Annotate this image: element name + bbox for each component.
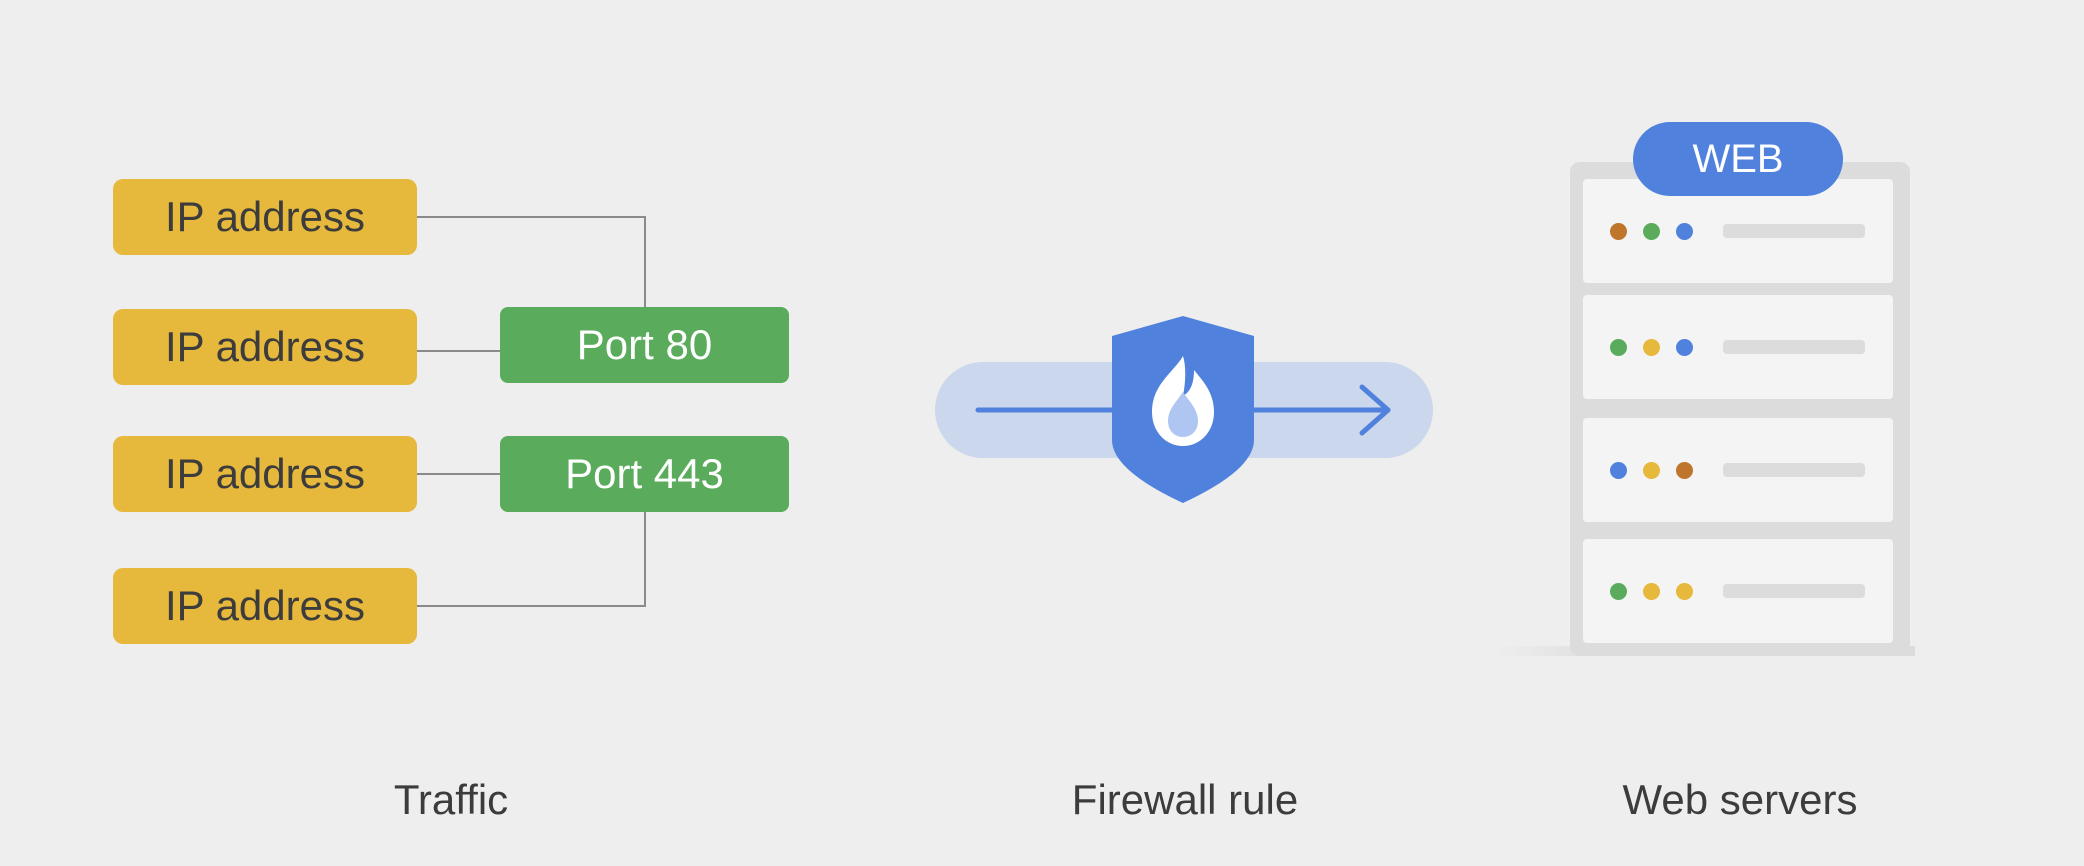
- server-unit-4: [1583, 539, 1893, 643]
- status-dot: [1610, 223, 1627, 240]
- port-80-box: Port 80: [500, 307, 789, 383]
- status-dot: [1610, 583, 1627, 600]
- firewall-rule-caption: Firewall rule: [1071, 776, 1299, 823]
- status-dot: [1643, 462, 1660, 479]
- port-443-box: Port 443: [500, 436, 789, 512]
- status-dot: [1676, 462, 1693, 479]
- server-unit-bar: [1723, 340, 1865, 354]
- status-dot: [1676, 339, 1693, 356]
- connector-ip4-port443: [417, 512, 646, 607]
- web-servers-caption: Web servers: [1622, 776, 1858, 823]
- connector-ip1-port80: [417, 216, 646, 307]
- server-unit-2: [1583, 295, 1893, 399]
- status-dot: [1643, 339, 1660, 356]
- shield-flame-icon: [1112, 316, 1254, 503]
- status-dot: [1643, 223, 1660, 240]
- ip-address-box-3: IP address: [113, 436, 417, 512]
- status-dot: [1643, 583, 1660, 600]
- status-dot: [1610, 339, 1627, 356]
- server-unit-bar: [1723, 463, 1865, 477]
- server-unit-3: [1583, 418, 1893, 522]
- ip-address-box-1: IP address: [113, 179, 417, 255]
- status-dot: [1676, 583, 1693, 600]
- ip-address-box-2: IP address: [113, 309, 417, 385]
- web-badge: WEB: [1633, 122, 1843, 196]
- server-unit-bar: [1723, 224, 1865, 238]
- server-unit-1: [1583, 179, 1893, 283]
- status-dot: [1610, 462, 1627, 479]
- ip-address-box-4: IP address: [113, 568, 417, 644]
- server-unit-bar: [1723, 584, 1865, 598]
- status-dot: [1676, 223, 1693, 240]
- traffic-caption: Traffic: [393, 776, 509, 823]
